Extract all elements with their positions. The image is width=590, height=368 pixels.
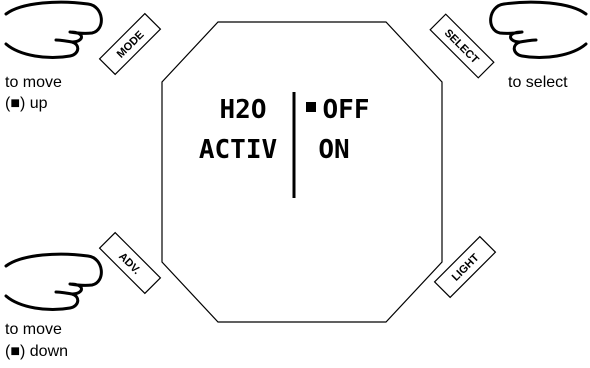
caption-move-down-line2: (■) down	[5, 342, 68, 362]
display-activ: ACTIV	[199, 135, 277, 165]
hand-pointing-right-icon	[6, 2, 101, 57]
display-off: OFF	[323, 95, 370, 125]
display-h2o: H2O	[220, 95, 267, 125]
watch-face-outline	[162, 22, 442, 322]
hand-pointing-right-icon	[6, 254, 101, 309]
caption-select: to select	[508, 73, 568, 93]
selection-square-icon	[306, 102, 316, 112]
hand-pointing-left-icon	[491, 2, 586, 57]
caption-move-up-line1: to move	[5, 73, 62, 93]
caption-move-up-line2: (■) up	[5, 94, 48, 114]
display-on: ON	[318, 135, 349, 165]
caption-move-down-line1: to move	[5, 320, 62, 340]
